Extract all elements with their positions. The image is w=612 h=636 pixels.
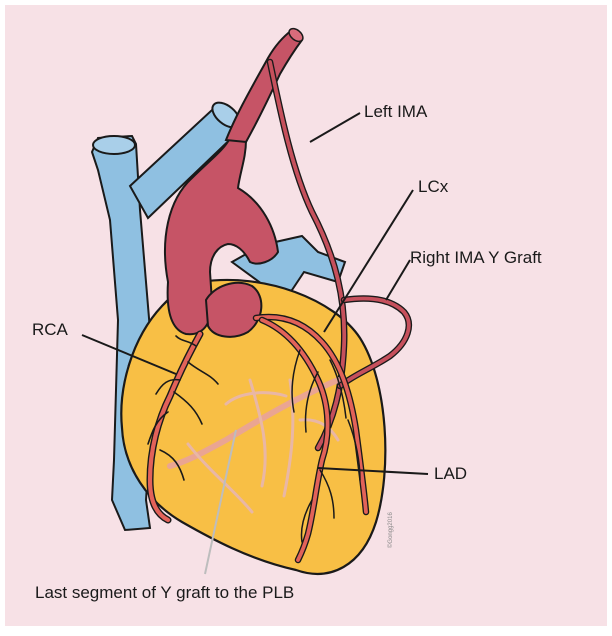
label-lcx: LCx bbox=[418, 177, 449, 196]
label-lad: LAD bbox=[434, 464, 467, 483]
label-right-ima-y-graft: Right IMA Y Graft bbox=[410, 248, 542, 267]
label-last-segment: Last segment of Y graft to the PLB bbox=[35, 583, 294, 602]
watermark: ©Gongg2016 bbox=[387, 512, 394, 548]
label-rca: RCA bbox=[32, 320, 69, 339]
svc-opening bbox=[93, 136, 135, 154]
label-left-ima: Left IMA bbox=[364, 102, 428, 121]
pulmonary-trunk bbox=[206, 283, 261, 337]
